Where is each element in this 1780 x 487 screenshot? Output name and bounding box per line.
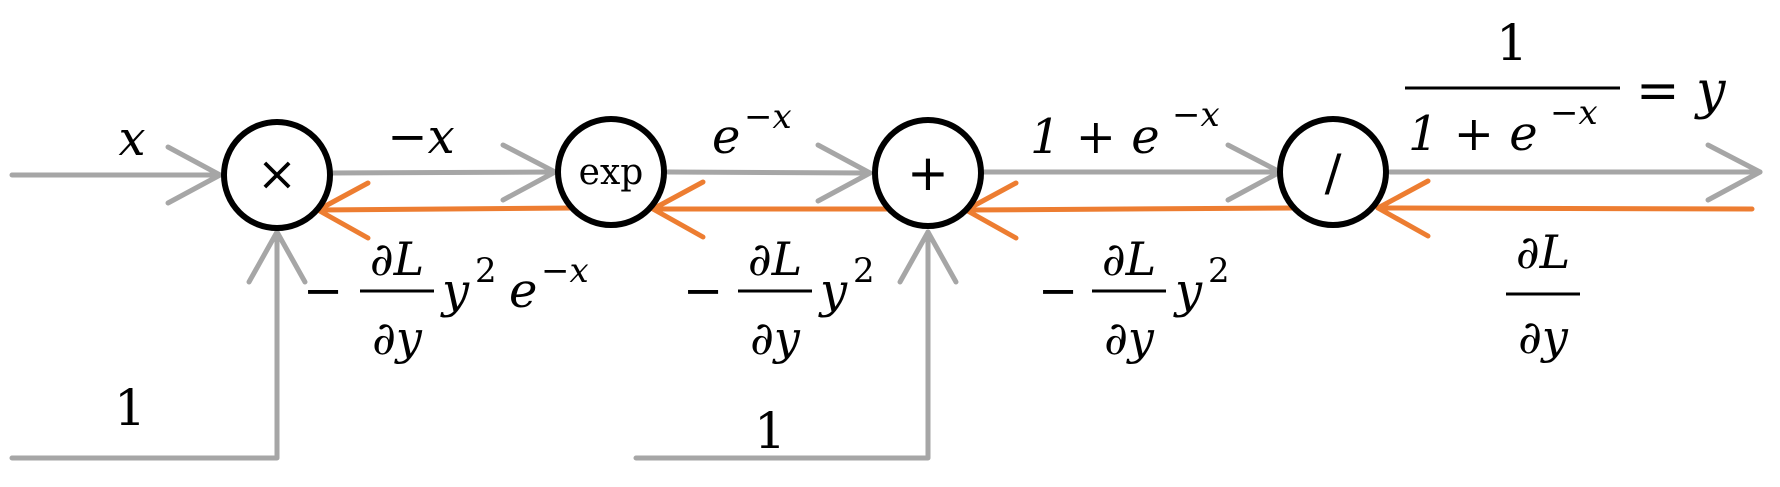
gradient-1-denominator: ∂y [372,311,423,365]
gradient-2-numerator: ∂L [748,232,802,286]
gradient-2-y: y [818,263,848,319]
node-add-label: + [907,144,949,202]
gradient-1-numerator: ∂L [370,232,424,286]
gradient-2-minus: − [683,263,723,319]
forward-edge-const-1b [633,229,931,461]
label-output-numerator: 1 [1496,14,1528,72]
node-divide: / [1277,116,1389,228]
label-output-denominator-sup: −x [1550,93,1598,133]
node-add: + [872,117,984,229]
gradient-1-minus: − [303,263,343,319]
label-neg-x: −x [387,109,454,165]
forward-arrowhead-const-1b [897,229,959,285]
forward-arrowhead-input-x [165,144,223,206]
gradient-4-numerator: ∂L [1516,225,1570,279]
gradient-label-4: ∂L ∂y [1506,225,1580,364]
label-exp-neg-x: e −x [712,97,792,165]
forward-edges [9,142,1763,461]
backward-edge-output [1375,205,1755,212]
forward-edge-exp [665,169,873,176]
node-multiply-label: × [257,146,297,202]
gradient-1-y-sup: 2 [475,251,497,291]
gradient-2-denominator: ∂y [750,311,801,365]
gradient-3-numerator: ∂L [1102,232,1156,286]
forward-edge-neg-x [327,169,558,176]
gradient-label-3: − ∂L ∂y y 2 [1038,232,1230,365]
label-const-1a: 1 [114,379,146,437]
label-const-1b: 1 [754,402,786,460]
label-input-x: x [118,111,145,167]
backward-edge-divide [963,205,1297,213]
node-exp: exp [555,116,667,228]
gradient-3-minus: − [1038,263,1078,319]
label-exp-neg-x-sup: −x [744,97,792,137]
gradient-1-e-sup: −x [541,251,589,291]
label-exp-neg-x-base: e [712,109,740,165]
label-output-equals-y: = y [1636,61,1726,121]
node-exp-label: exp [579,152,644,193]
node-divide-label: / [1325,144,1342,202]
label-output-denominator: 1 + e [1408,106,1538,162]
gradient-1-y: y [440,263,470,319]
backward-arrowhead-output [1375,178,1431,239]
gradient-label-2: − ∂L ∂y y 2 [683,232,875,365]
gradient-3-denominator: ∂y [1104,311,1155,365]
forward-arrowhead-const-1a [246,229,308,285]
forward-arrowhead-output [1705,142,1763,203]
label-one-plus-exp-sup: −x [1172,95,1220,135]
label-one-plus-exp: 1 + e −x [1030,95,1220,165]
gradient-1-e: e [509,263,537,319]
gradient-3-y-sup: 2 [1208,251,1230,291]
label-output-formula: 1 1 + e −x = y [1405,14,1726,162]
gradient-3-y: y [1173,263,1203,319]
label-one-plus-exp-base: 1 + e [1030,109,1160,165]
gradient-4-denominator: ∂y [1518,310,1569,364]
gradient-label-1: − ∂L ∂y y 2 e −x [303,232,589,365]
forward-edge-const-1a [9,229,280,461]
gradient-2-y-sup: 2 [853,251,875,291]
backward-edge-exp [315,205,575,213]
node-multiply: × [221,119,333,231]
forward-arrowhead-exp [815,142,873,204]
